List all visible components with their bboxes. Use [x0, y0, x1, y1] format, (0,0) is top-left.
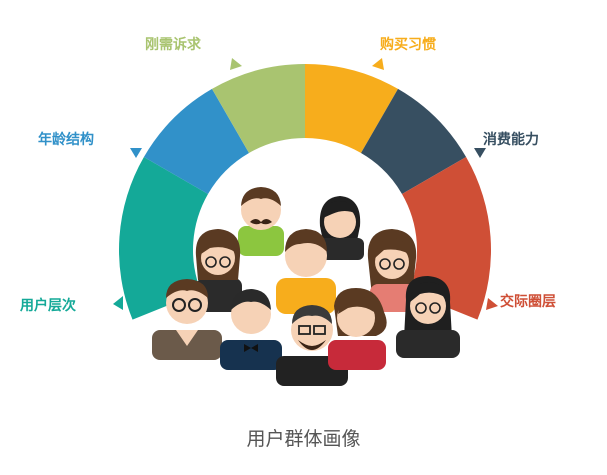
triangle-marker-icon — [113, 296, 123, 310]
ring-segment-age-structure — [143, 88, 249, 194]
avatar-glasses-man-sweater — [152, 279, 222, 360]
avatar-glasses-woman-right — [367, 229, 417, 312]
segment-label-core-needs: 刚需诉求 — [145, 36, 201, 52]
ring-segment-user-level — [119, 157, 209, 320]
segment-label-user-level: 用户层次 — [20, 297, 76, 313]
diagram-caption: 用户群体画像 — [246, 428, 361, 450]
segment-ring — [119, 64, 492, 320]
avatar-woman-black-hair — [318, 196, 364, 260]
ring-segment-core-needs — [212, 64, 305, 154]
user-crowd-illustration — [152, 187, 460, 386]
triangle-marker-icon — [372, 58, 384, 70]
avatar-woman-red — [328, 288, 387, 370]
ring-segment-spending-power — [361, 88, 467, 194]
triangle-marker-icon — [486, 298, 498, 310]
segment-markers — [113, 58, 498, 310]
avatar-man-bowtie — [220, 289, 282, 370]
triangle-marker-icon — [130, 148, 142, 158]
triangle-marker-icon — [230, 58, 242, 70]
segment-label-buying-habits: 购买习惯 — [380, 36, 436, 52]
segment-label-social-circle: 交际圈层 — [500, 293, 556, 309]
triangle-marker-icon — [474, 148, 486, 158]
avatar-woman-glasses-far-right — [396, 276, 460, 358]
ring-segment-buying-habits — [305, 64, 398, 154]
avatar-mustache-man — [238, 187, 284, 256]
segment-label-age-structure: 年龄结构 — [38, 131, 94, 147]
segment-label-spending-power: 消费能力 — [483, 131, 539, 147]
avatar-boy-center — [276, 229, 336, 314]
